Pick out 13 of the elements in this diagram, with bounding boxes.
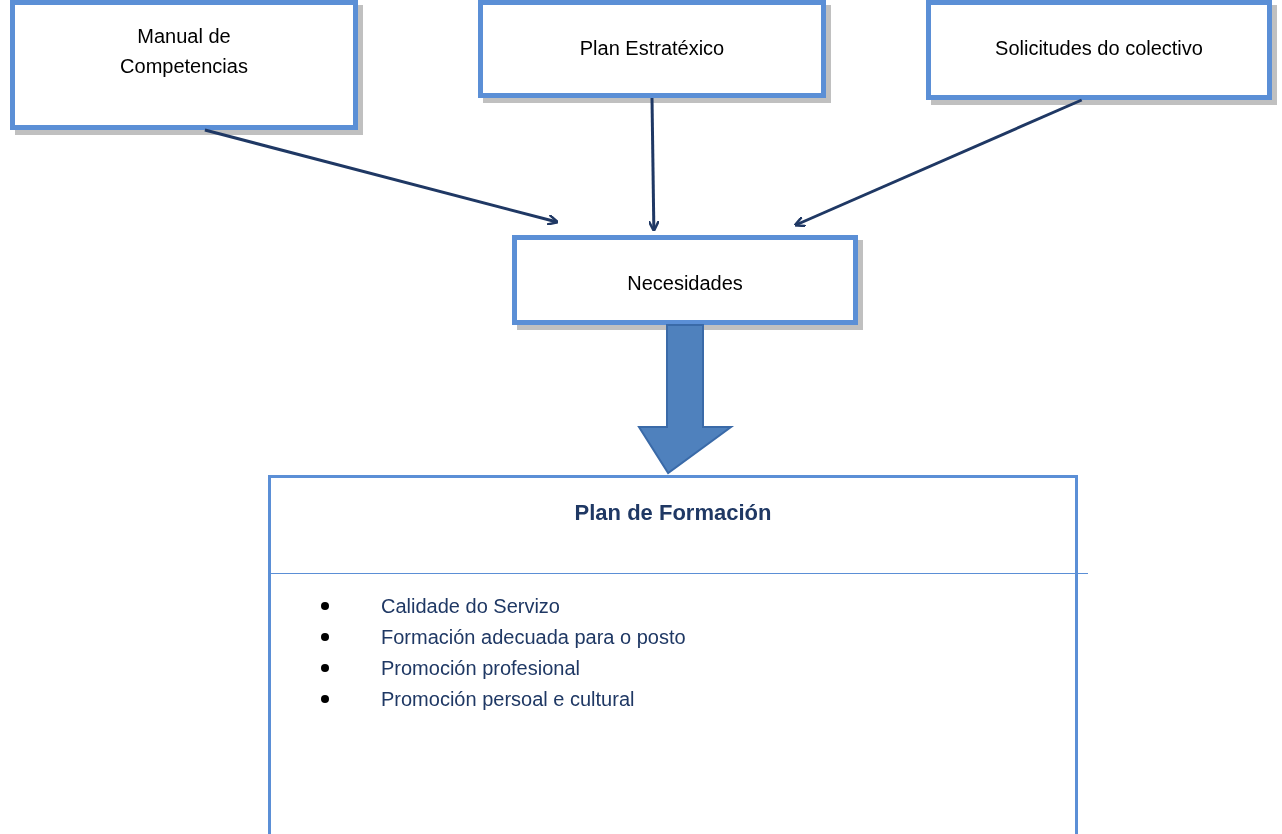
arrow <box>204 128 560 226</box>
panel-heading: Plan de Formación <box>573 499 773 527</box>
bullet-text: Promoción persoal e cultural <box>381 686 635 712</box>
block-arrow <box>637 324 735 475</box>
box-text: Necesidades <box>626 271 744 296</box>
box-text: Solicitudes do colectivo <box>994 36 1204 61</box>
bullet-text: Formación adecuada para o posto <box>381 624 686 650</box>
arrow <box>647 97 660 233</box>
bullet-text: Promoción profesional <box>381 655 580 681</box>
box-text: Manual de Competencias <box>119 24 249 79</box>
arrow <box>793 98 1083 228</box>
bullet-text: Calidade do Servizo <box>381 593 560 619</box>
box-text: Plan Estratéxico <box>578 36 726 61</box>
